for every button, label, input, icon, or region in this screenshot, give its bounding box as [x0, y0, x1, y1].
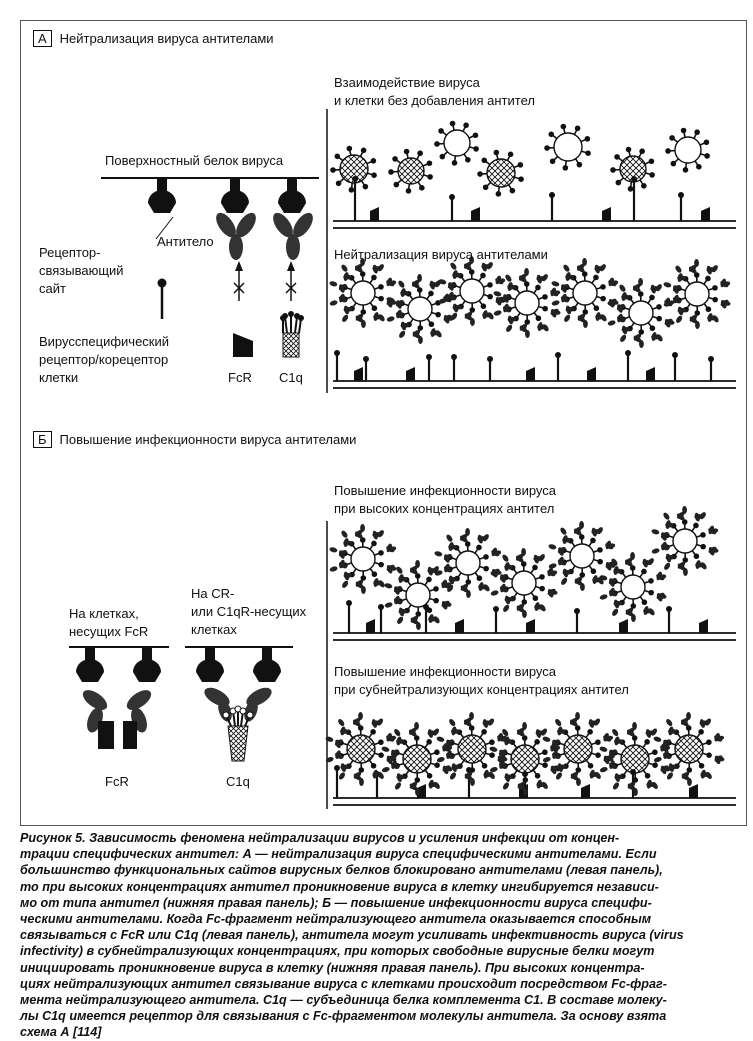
- panel-subneutralizing: [325, 712, 736, 805]
- virus-particle: [607, 278, 675, 348]
- cell-receptor-label-1: Вирусспецифический: [39, 333, 169, 350]
- virus-particle: [386, 274, 454, 344]
- fcr-label-a: FcR: [228, 369, 252, 386]
- section-a-title: Нейтрализация вируса антителами: [60, 31, 274, 46]
- fc-receptor: [689, 784, 698, 798]
- panel-neutralization: [329, 256, 736, 388]
- fc-receptor: [701, 207, 710, 221]
- caption-line: Рисунок 5. Зависимость феномена нейтрали…: [20, 830, 742, 846]
- fc-receptor: [581, 784, 590, 798]
- section-b-title: Повышение инфекционности вируса антитела…: [60, 432, 357, 447]
- caption-line: infectivity) в субнейтрализующих концент…: [20, 943, 742, 959]
- fc-receptor: [587, 367, 596, 381]
- virus-particle: [477, 150, 524, 197]
- virus-particle: [388, 149, 433, 194]
- virus-particle: [490, 548, 558, 618]
- cell-receptor-label-2: рецептор/корецептор: [39, 351, 168, 368]
- panel1-title-1: Взаимодействие вируса: [334, 74, 480, 91]
- panel3-title-2: при высоких концентрациях антител: [334, 500, 554, 517]
- figure-caption: Рисунок 5. Зависимость феномена нейтрали…: [20, 830, 742, 1041]
- fc-receptor: [370, 207, 379, 221]
- fcr-cells-label-2: несущих FcR: [69, 623, 148, 640]
- fc-receptor: [354, 367, 363, 381]
- fc-receptor: [619, 619, 628, 633]
- fc-receptor: [366, 619, 375, 633]
- caption-line: то при высоких концентрациях антител про…: [20, 879, 742, 895]
- panel2-title: Нейтрализация вируса антителами: [334, 246, 548, 263]
- caption-line: трации специфических антител: А — нейтра…: [20, 846, 742, 862]
- panel4-title-1: Повышение инфекционности вируса: [334, 663, 556, 680]
- section-b-panels: [325, 506, 736, 809]
- cr-cells-label-2: или C1qR-несущих: [191, 603, 306, 620]
- virus-particle: [610, 147, 655, 192]
- caption-line: мента нейтрализующего антитела. C1q — су…: [20, 992, 742, 1008]
- fcr-cells-label-1: На клетках,: [69, 605, 139, 622]
- virus-particle: [665, 128, 710, 173]
- section-a-letter: А: [33, 30, 52, 47]
- section-b-header: Б Повышение инфекционности вируса антител…: [33, 431, 356, 448]
- caption-line: циях нейтрализующих антител связывание в…: [20, 976, 742, 992]
- virus-particle: [663, 259, 731, 329]
- cell-receptor-label-3: клетки: [39, 369, 78, 386]
- virus-particle: [329, 258, 397, 328]
- fc-receptor: [602, 207, 611, 221]
- section-b-left-diagram: [69, 647, 293, 761]
- panel4-title-2: при субнейтрализующих концентрациях анти…: [334, 681, 629, 698]
- figure-artwork: [21, 21, 748, 827]
- surface-protein-label: Поверхностный белок вируса: [105, 152, 283, 169]
- virus-particle: [651, 506, 719, 576]
- c1q-label-b: C1q: [226, 773, 250, 790]
- fcr-label-b: FcR: [105, 773, 129, 790]
- fc-receptor: [526, 619, 535, 633]
- caption-line: лы C1q имеется рецептор для связывания с…: [20, 1008, 742, 1024]
- virus-particle: [330, 146, 377, 193]
- fc-receptor: [455, 619, 464, 633]
- fc-receptor: [471, 207, 480, 221]
- receptor-site-label-1: Рецептор-: [39, 244, 101, 261]
- receptor-site-label-3: сайт: [39, 280, 66, 297]
- c1q-label-a: C1q: [279, 369, 303, 386]
- virus-particle: [551, 258, 619, 328]
- fc-receptor: [699, 619, 708, 633]
- panel3-title-1: Повышение инфекционности вируса: [334, 482, 556, 499]
- virus-particle: [434, 121, 479, 166]
- caption-line: ческими антителами. Когда Fc-фрагмент не…: [20, 911, 742, 927]
- fc-receptor: [646, 367, 655, 381]
- antibody-label: Антитело: [157, 233, 214, 250]
- caption-line: большинство функциональных сайтов вирусн…: [20, 862, 742, 878]
- panel-no-antibodies: [330, 121, 736, 228]
- section-a-header: А Нейтрализация вируса антителами: [33, 30, 274, 47]
- cr-cells-label-3: клетках: [191, 621, 237, 638]
- panel1-title-2: и клетки без добавления антител: [334, 92, 535, 109]
- caption-line: связываться с FcR или C1q (левая панель)…: [20, 927, 742, 943]
- panel-high-concentration: [329, 506, 736, 640]
- virus-particle: [544, 124, 591, 171]
- fc-receptor: [526, 367, 535, 381]
- caption-line: мо от типа антител (нижняя правая панель…: [20, 895, 742, 911]
- caption-line: инициировать проникновение вируса в клет…: [20, 960, 742, 976]
- virus-particle: [548, 521, 616, 591]
- fc-receptor: [406, 367, 415, 381]
- section-a-left-diagram: [101, 178, 319, 357]
- caption-line: схема А [114]: [20, 1024, 742, 1040]
- cr-cells-label-1: На CR-: [191, 585, 234, 602]
- figure-panel: А Нейтрализация вируса антителами Поверхн…: [20, 20, 747, 826]
- receptor-site-label-2: связывающий: [39, 262, 124, 279]
- section-b-letter: Б: [33, 431, 52, 448]
